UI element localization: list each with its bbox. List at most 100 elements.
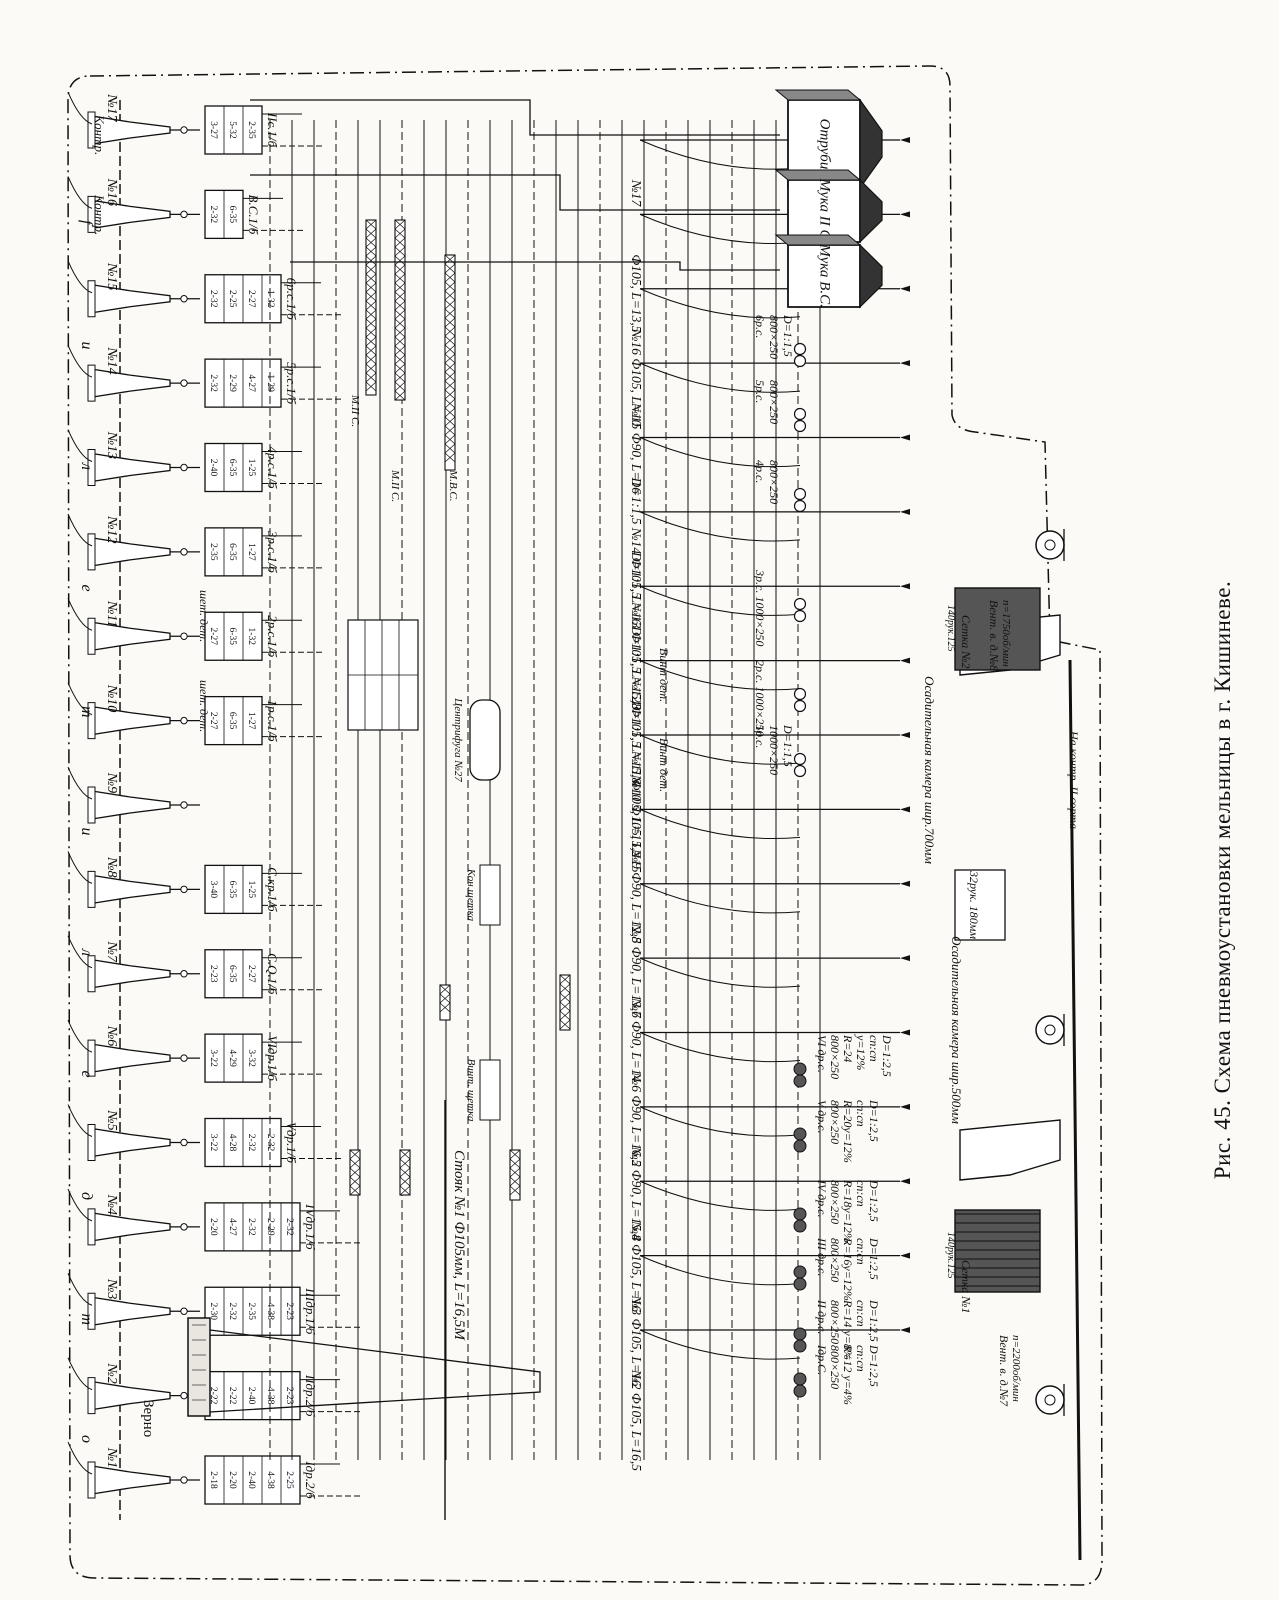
sifter-cell-label: 1-32 bbox=[265, 290, 275, 308]
cyclone-cap bbox=[87, 364, 96, 402]
filter-32-box bbox=[954, 869, 1006, 941]
conveyor-hatch bbox=[509, 1176, 521, 1187]
feed-line bbox=[67, 1273, 93, 1306]
cyclone-icon bbox=[91, 1212, 171, 1242]
to-control-label: На контр. II сорта bbox=[1067, 730, 1081, 829]
conveyor-hatch bbox=[444, 299, 456, 310]
station-number: №13 bbox=[104, 431, 119, 459]
reduction-spec: 1000×250 bbox=[767, 725, 781, 775]
conveyor-hatch bbox=[365, 381, 377, 392]
sifter-name: С.кр.1/б bbox=[265, 867, 280, 912]
conveyor-hatch bbox=[444, 317, 456, 328]
conveyor-hatch bbox=[444, 353, 456, 364]
conveyor-hatch bbox=[394, 345, 406, 356]
sifter-cell-label: 1-25 bbox=[246, 459, 256, 477]
sifter-name: Iдр.2/б bbox=[303, 1460, 318, 1499]
pipe-curve bbox=[639, 139, 801, 170]
pipe-arrow-icon bbox=[900, 732, 910, 738]
sifter-cell-label: 3-27 bbox=[208, 121, 218, 139]
conveyor-hatch bbox=[394, 273, 406, 284]
conveyor-hatch bbox=[365, 300, 377, 311]
kon-shetka-label: Кон.щетка bbox=[465, 868, 477, 922]
cyclone-icon bbox=[91, 1380, 171, 1411]
pipe-label: №4 Ф105, L=16 bbox=[629, 1220, 644, 1312]
roll-spec: R=12 у=4% bbox=[841, 1344, 855, 1405]
sifter-box bbox=[204, 695, 263, 746]
feed-line bbox=[67, 344, 93, 378]
reduction-spec: 1р.с. bbox=[753, 725, 767, 748]
pipe-curve bbox=[639, 1255, 801, 1286]
conveyor-hatch bbox=[444, 308, 456, 319]
pipe-curve bbox=[639, 362, 801, 393]
fan-rpm: n=2200об/мин bbox=[1010, 1335, 1022, 1402]
feed-line bbox=[67, 260, 93, 294]
sifter-name: VIдр.1/б bbox=[265, 1036, 280, 1082]
roll-icon bbox=[793, 597, 807, 611]
sifter-cell-label: 6-35 bbox=[227, 543, 237, 561]
sifter-cell-label: 2-27 bbox=[246, 290, 256, 308]
reduction-spec: 4р.с. bbox=[753, 460, 767, 483]
conveyor-hatch bbox=[349, 1158, 361, 1169]
conveyor-hatch bbox=[444, 407, 456, 418]
chamber-1-label: Осадительная камера шир.500мм bbox=[949, 936, 964, 1124]
sifter-cell-label: 6-35 bbox=[227, 459, 237, 477]
cyclone-icon bbox=[91, 958, 171, 989]
sifter-box bbox=[204, 611, 263, 661]
pipe-group: №6 Ф90, L=16,2 bbox=[629, 1029, 910, 1167]
sifter-cell-label: 2-27 bbox=[246, 965, 256, 983]
sifter-name: IIс.1/б bbox=[265, 112, 280, 148]
sifter-cell-label: 2-25 bbox=[227, 290, 237, 308]
conveyor-hatch bbox=[444, 362, 456, 373]
chamber-1 bbox=[959, 1119, 1061, 1181]
sifter-cell-label: 6-35 bbox=[227, 965, 237, 983]
control-label: Контр. bbox=[92, 114, 107, 155]
sifter-cell-label: 1-29 bbox=[265, 374, 275, 392]
roll-icon bbox=[793, 1277, 807, 1291]
feed-line bbox=[67, 1188, 93, 1222]
pipe-curve bbox=[639, 585, 801, 616]
roll-icon bbox=[793, 752, 807, 766]
pipe-arrow-icon bbox=[900, 880, 910, 887]
pipe-group: D=1:1,5 №13 Ф105, L=15,8 bbox=[629, 508, 910, 710]
sleeves-label: 140рук.125 bbox=[945, 605, 956, 651]
cyclone-icon bbox=[91, 537, 171, 567]
pipe-label: №3 Ф105, L=16 bbox=[629, 1295, 644, 1387]
roll-spec: сп:сп bbox=[867, 1035, 881, 1062]
roll-spec: сп:сп bbox=[854, 1180, 868, 1207]
sifter-cell-label: 4-28 bbox=[227, 1134, 237, 1152]
sifter-cell-label: 2-20 bbox=[208, 1218, 218, 1236]
bin-feed-line bbox=[290, 261, 780, 271]
conveyor-hatch bbox=[365, 336, 377, 347]
roll-icon bbox=[793, 1074, 807, 1088]
roll-spec: 800×250 bbox=[828, 1345, 842, 1389]
pipe-label: №16 Ф105, L=10 bbox=[629, 328, 644, 427]
sifter-cell-label: 2-32 bbox=[208, 290, 218, 308]
airlock-icon bbox=[180, 379, 188, 387]
muka-vs-bin-label: Мука В.С. bbox=[816, 243, 832, 308]
conveyor-hatch bbox=[365, 246, 377, 257]
pipe-curve bbox=[639, 1180, 801, 1211]
roll-icon bbox=[793, 1219, 807, 1233]
top-letter: т bbox=[78, 706, 95, 718]
pipe-curve bbox=[639, 660, 801, 691]
sifter-name: В.С.1/б bbox=[246, 194, 261, 234]
pipe-label: №10 Ф105, L=15 bbox=[629, 774, 644, 873]
feed-line bbox=[67, 1441, 93, 1475]
pipe-group: №7 Ф90, L=14 bbox=[629, 955, 910, 1082]
conveyor-hatch bbox=[399, 1149, 411, 1160]
conveyor-hatch bbox=[365, 282, 377, 293]
sifter-cell-label: 6-35 bbox=[227, 712, 237, 730]
sifter-cell-label: 1-27 bbox=[246, 543, 256, 561]
conveyor-hatch bbox=[444, 290, 456, 301]
pipe-curve bbox=[639, 808, 801, 840]
conveyor-hatch bbox=[394, 291, 406, 302]
return-conveyor bbox=[1068, 659, 1082, 1561]
sifter-cell-label: 3-40 bbox=[208, 881, 218, 899]
pipe-label: №6 Ф90, L=16,2 bbox=[629, 1072, 644, 1167]
conveyor-hatch bbox=[365, 363, 377, 374]
pipe-group: №15 Ф90, L=16 bbox=[629, 360, 910, 494]
roll-spec: V др.с. bbox=[815, 1100, 829, 1134]
